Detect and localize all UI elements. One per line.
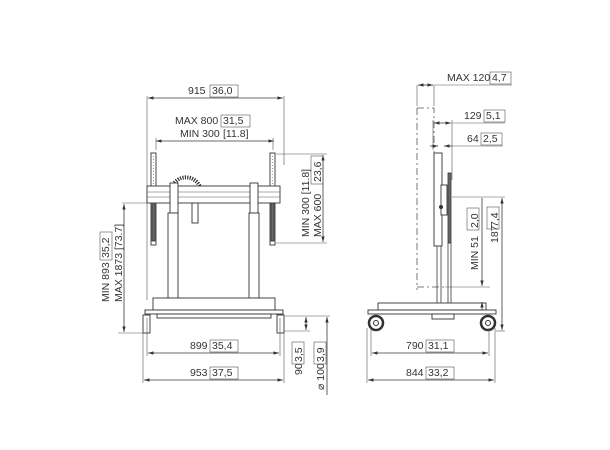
dimension-base-outer-width: 953 37,5 — [142, 333, 285, 383]
dimension-depth-64: 64 2,5 — [430, 132, 503, 148]
base-front — [142, 297, 285, 334]
dim-915-value: 915 — [188, 85, 206, 97]
base-outer-value: 953 — [190, 367, 208, 379]
wheel-right — [276, 314, 285, 334]
min-clearance-imperial: 2,0 — [469, 213, 481, 228]
dimension-vertical-travel: MIN 300 [11.8] MAX 600 23,6 — [276, 153, 327, 244]
dimension-vesa-width: MAX 800 31,5 MIN 300 [11.8] — [155, 114, 274, 150]
clamp-left — [169, 182, 179, 214]
mount-clamp — [440, 184, 448, 216]
mount-knob — [439, 205, 443, 209]
dimension-base-inner-width: 899 35,4 — [146, 318, 281, 356]
wheel-diameter-imperial: 3,9 — [315, 347, 327, 362]
dimension-base-height: 90 3,5 ⌀ 100 3,9 — [284, 315, 330, 395]
dimension-depth-129: 129 5,1 — [432, 109, 506, 180]
dimension-wheelbase: 790 31,1 — [370, 328, 490, 356]
height-187-imperial: 7,4 — [489, 212, 501, 227]
screen-outline — [416, 107, 435, 290]
depth-64-value: 64 — [467, 133, 479, 145]
base-side — [367, 302, 497, 332]
rail-side — [447, 172, 452, 244]
base-inner-value: 899 — [190, 340, 208, 352]
wheelbase-value: 790 — [406, 340, 424, 352]
vesa-min-imperial: [11.8] — [223, 128, 249, 140]
vertical-max-value: MAX 600 — [312, 194, 324, 237]
depth-64-imperial: 2,5 — [483, 133, 498, 145]
dimension-overall-width: 915 36,0 — [146, 84, 285, 300]
dimension-max-depth: MAX 120 4,7 — [416, 71, 512, 106]
dimension-min-clearance: MIN 51 2,0 — [445, 198, 490, 310]
vertical-min-value: MIN 300 [11.8] — [300, 169, 312, 237]
min-clearance-value: MIN 51 — [469, 236, 481, 270]
overall-depth-imperial: 33,2 — [428, 367, 449, 379]
height-187-value: 187 — [489, 225, 501, 243]
wheel-left — [142, 314, 151, 334]
vesa-max-imperial: 31,5 — [223, 115, 244, 127]
base-height-value: 90 — [293, 363, 305, 375]
height-min-imperial: 35,2 — [100, 237, 112, 258]
vesa-max-value: MAX 800 — [175, 115, 218, 127]
height-min-value: MIN 893 — [100, 262, 112, 302]
max-depth-imperial: 4,7 — [492, 72, 507, 84]
column-left — [167, 212, 179, 299]
center-stub — [191, 202, 199, 224]
vesa-min-value: MIN 300 — [180, 128, 220, 140]
depth-129-value: 129 — [464, 110, 482, 122]
column-right — [248, 212, 260, 299]
base-height-imperial: 3,5 — [293, 347, 305, 362]
dimension-overall-height: MIN 893 35,2 MAX 1873 [73.7] — [99, 202, 155, 334]
base-outer-imperial: 37,5 — [212, 367, 233, 379]
overall-depth-value: 844 — [406, 367, 424, 379]
horizontal-mount-bar — [146, 185, 281, 204]
front-view: 915 36,0 MAX 800 31,5 MIN 300 [11.8] — [99, 84, 330, 395]
dim-915-imperial: 36,0 — [212, 85, 233, 97]
height-max-value: MAX 1873 [73.7] — [113, 224, 125, 302]
max-depth-value: MAX 120 — [447, 72, 490, 84]
wheel-diameter-value: ⌀ 100 — [315, 363, 327, 390]
vertical-max-imperial: 23,6 — [312, 161, 324, 182]
side-view: MAX 120 4,7 129 5,1 64 2,5 — [366, 71, 512, 383]
wheelbase-imperial: 31,1 — [428, 340, 449, 352]
clamp-right — [249, 182, 259, 214]
base-inner-imperial: 35,4 — [212, 340, 233, 352]
dimension-height-187: 187 7,4 — [452, 196, 505, 332]
dimension-overall-depth: 844 33,2 — [366, 328, 496, 383]
cable-arch — [170, 175, 202, 188]
depth-129-imperial: 5,1 — [486, 110, 501, 122]
